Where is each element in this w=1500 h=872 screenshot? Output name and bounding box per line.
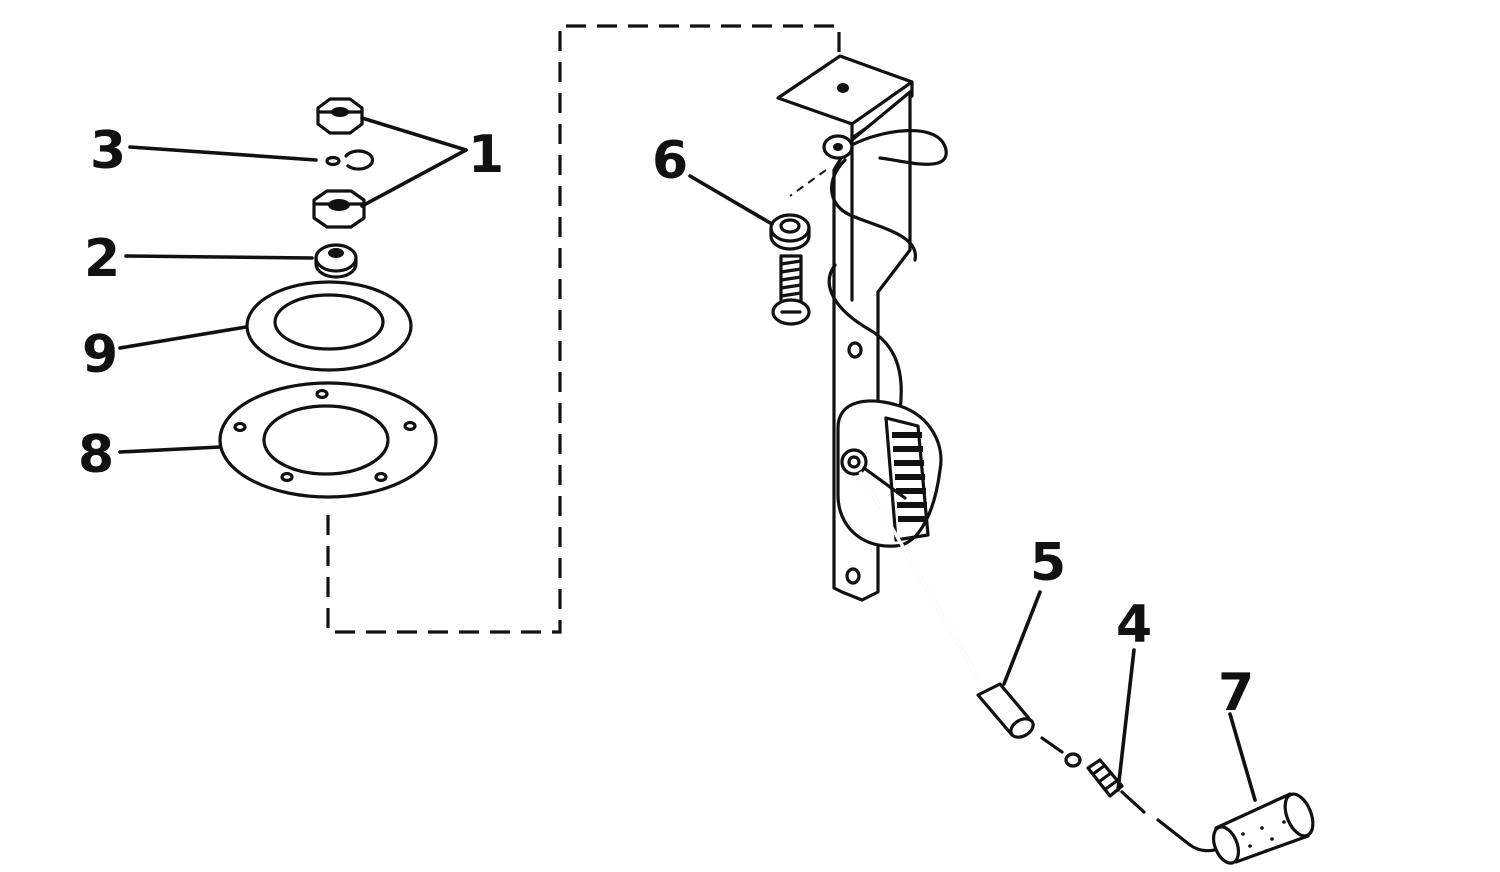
hex-nut-lower: [312, 189, 366, 229]
callout-6: 6: [652, 131, 688, 191]
leader-lines: [118, 116, 1257, 802]
hex-nut-top: [316, 97, 364, 135]
callout-8: 8: [78, 425, 114, 485]
rheostat-housing: [836, 399, 943, 548]
assembly-dashed-path: [326, 24, 841, 634]
gasket-ring: [245, 280, 413, 372]
callout-3: 3: [90, 121, 126, 181]
callout-1: 1: [468, 125, 504, 185]
callout-4: 4: [1116, 595, 1152, 655]
float-retainer: [1040, 736, 1146, 814]
float-arm: [858, 470, 987, 692]
callout-7: 7: [1218, 663, 1254, 723]
arm-sleeve: [976, 682, 1035, 739]
callout-2: 2: [84, 229, 120, 289]
callout-9: 9: [82, 325, 118, 385]
flat-washer: [314, 243, 358, 279]
float: [1156, 792, 1315, 865]
lock-washer: [325, 149, 375, 171]
callout-labels: 1 2 3 4 5 6 7 8 9: [78, 121, 1254, 723]
screw-assembly: [769, 213, 811, 326]
mounting-flange-gasket: [218, 381, 438, 499]
callout-5: 5: [1030, 533, 1066, 593]
